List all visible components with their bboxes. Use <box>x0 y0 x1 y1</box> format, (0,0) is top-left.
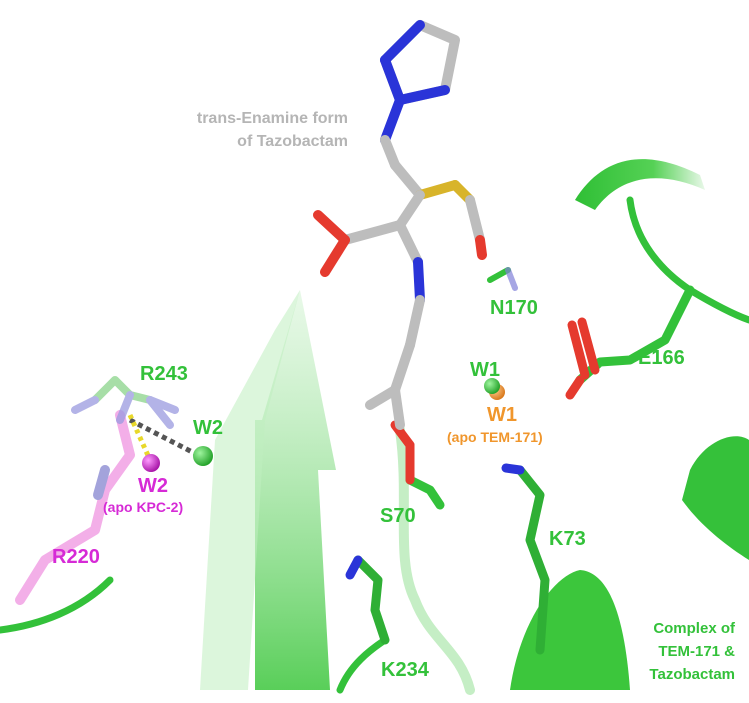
label-r220: R220 <box>52 546 100 568</box>
water-w1-complex <box>484 378 500 394</box>
label-k234: K234 <box>381 659 430 681</box>
ligand-title-line1: trans-Enamine form <box>197 110 348 127</box>
beta-strand-back <box>200 290 300 690</box>
helix-right <box>682 436 749 560</box>
residue-r220 <box>15 410 135 605</box>
residue-k234 <box>345 555 390 645</box>
label-r243: R243 <box>140 363 188 385</box>
loop-top-right <box>626 196 749 324</box>
complex-title-line2: TEM-171 & <box>658 643 735 660</box>
tazobactam-ligand <box>313 20 487 430</box>
label-k73: K73 <box>549 528 586 550</box>
protein-cartoon <box>0 159 749 695</box>
loop-s70 <box>395 425 475 695</box>
beta-strand-arrow <box>255 290 336 690</box>
coil-bottom-left <box>0 576 114 634</box>
label-e166: E166 <box>638 347 685 369</box>
label-w1-complex: W1 <box>470 359 500 381</box>
hbond-w2apo-r243 <box>127 413 153 462</box>
water-w2-complex <box>193 446 213 466</box>
hbond-w2-r243 <box>128 417 200 458</box>
label-w2-apo-sub: (apo KPC-2) <box>103 499 183 515</box>
ligand-title-line2: of Tazobactam <box>237 133 348 150</box>
residue-n170 <box>487 267 518 291</box>
label-w1-apo: W1 <box>487 404 517 426</box>
label-s70: S70 <box>380 505 416 527</box>
label-w2-complex: W2 <box>193 417 223 439</box>
complex-title-line1: Complex of <box>653 620 736 637</box>
residue-k73 <box>501 463 550 655</box>
complex-title-line3: Tazobactam <box>649 666 735 683</box>
water-w2-apo <box>142 454 160 472</box>
helix-top-right <box>575 159 705 210</box>
label-n170: N170 <box>490 297 538 319</box>
label-w2-apo: W2 <box>138 475 168 497</box>
coil-k234 <box>336 636 389 694</box>
residue-r243 <box>71 376 179 429</box>
residue-e166 <box>565 285 695 400</box>
helix-lower-right <box>510 570 630 690</box>
label-w1-apo-sub: (apo TEM-171) <box>447 429 543 445</box>
